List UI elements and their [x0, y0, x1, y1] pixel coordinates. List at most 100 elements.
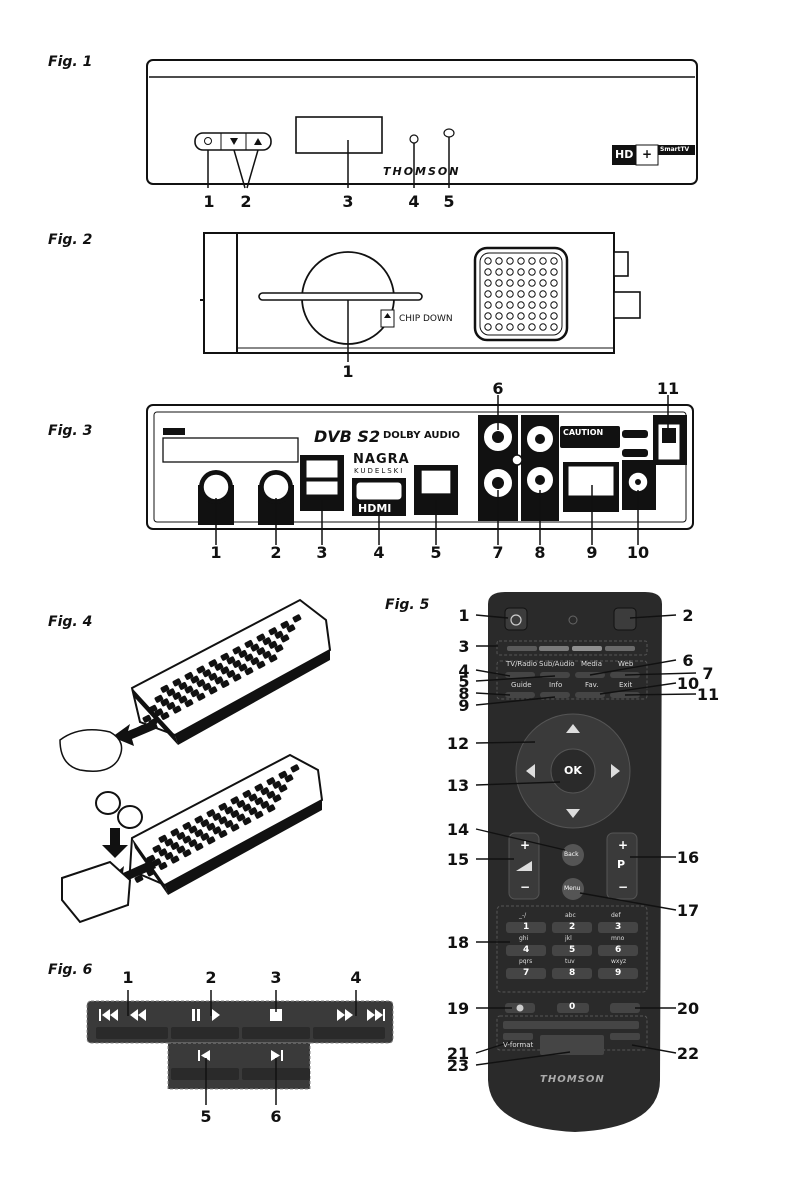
grill-hole [550, 268, 558, 276]
keyboard-key [278, 784, 288, 793]
keypad-key-digit[interactable]: 9 [615, 968, 622, 978]
keypad-key-digit[interactable]: 8 [569, 968, 576, 978]
fig1-badge-plus: + [642, 147, 653, 161]
fig4-label: Fig. 4 [48, 614, 93, 630]
remote-p-minus[interactable]: − [618, 880, 629, 894]
grill-hole [506, 312, 514, 320]
grill-hole [484, 323, 492, 331]
keyboard-key [170, 841, 180, 850]
keyboard-key [286, 624, 296, 633]
keyboard-key [188, 825, 198, 834]
fig3-caution-label: CAUTION [563, 428, 604, 437]
keyboard-key [250, 643, 260, 652]
keyboard-key [196, 679, 206, 688]
keyboard-key [260, 800, 270, 809]
remote-back-button[interactable]: Back [564, 851, 579, 858]
grill-hole [528, 279, 536, 287]
keyboard-key [242, 817, 252, 826]
keyboard-key [182, 835, 192, 844]
keyboard-key [202, 682, 212, 691]
keyboard-key [152, 858, 162, 867]
keyboard-key [256, 647, 266, 656]
remote-menu-button[interactable]: Menu [564, 885, 581, 892]
grill-hole [484, 301, 492, 309]
fig5-callout-4: 4 [458, 661, 470, 680]
keyboard-key [238, 663, 248, 672]
grill-hole [517, 323, 525, 331]
keyboard-key [236, 799, 246, 808]
fig5-callout-19: 19 [446, 999, 470, 1018]
keyboard-key [206, 836, 216, 845]
keyboard-key [190, 689, 200, 698]
keyboard-key [194, 842, 204, 851]
keyboard-key [154, 694, 164, 703]
keyboard-key [164, 851, 174, 860]
keyboard-key [230, 809, 240, 818]
keyboard-key [214, 662, 224, 671]
remote-vformat-label[interactable]: V-format [503, 1041, 534, 1049]
remote-web-label[interactable]: Web [618, 660, 634, 668]
keyboard-key [230, 823, 240, 832]
fig5-callout-1: 1 [458, 606, 470, 625]
keyboard-key [182, 849, 192, 858]
keyboard-key [218, 816, 228, 825]
keypad-key-digit[interactable]: 4 [523, 945, 530, 955]
keyboard-key [290, 764, 300, 773]
grill-hole [484, 279, 492, 287]
keypad-key-letters: _-/ [519, 912, 527, 919]
remote-exit-label[interactable]: Exit [619, 681, 633, 689]
keypad-key-digit[interactable]: 1 [523, 922, 530, 932]
keyboard-key [232, 646, 242, 655]
keyboard-key [140, 864, 150, 873]
keyboard-key [280, 620, 290, 629]
fig5-callout-11: 11 [696, 685, 720, 704]
keyboard-key [172, 691, 182, 700]
remote-p-label: P [617, 858, 626, 871]
keypad-key-digit[interactable]: 2 [569, 922, 576, 932]
keypad-key-letters: abc [565, 912, 576, 919]
remote-zero-button[interactable]: 0 [569, 1002, 576, 1012]
keyboard-key [262, 650, 272, 659]
fig5-callout-7: 7 [702, 664, 714, 683]
keyboard-key [194, 829, 204, 838]
fig3-dolby-logo: DOLBY AUDIO [383, 430, 461, 441]
keypad-key-letters: ghi [519, 935, 529, 942]
remote-p-plus[interactable]: + [618, 838, 629, 852]
keypad-key-digit[interactable]: 7 [523, 968, 530, 978]
grill-hole [484, 257, 492, 265]
keypad-key-digit[interactable]: 3 [615, 922, 622, 932]
remote-sub-audio-label[interactable]: Sub/Audio [539, 660, 575, 668]
keyboard-key [172, 705, 182, 714]
fig3-nagra-logo: NAGRA [353, 452, 410, 467]
keyboard-key [178, 681, 188, 690]
keyboard-key [218, 829, 228, 838]
remote-media-label[interactable]: Media [581, 660, 603, 668]
fig5-callout-17: 17 [676, 901, 700, 920]
keypad-key-digit[interactable]: 6 [615, 945, 622, 955]
remote-guide-label[interactable]: Guide [511, 681, 532, 689]
remote-vol-plus[interactable]: + [520, 838, 531, 852]
remote-info-label[interactable]: Info [549, 681, 563, 689]
keyboard-key [158, 834, 168, 843]
grill-hole [506, 290, 514, 298]
remote-vol-minus[interactable]: − [520, 880, 531, 894]
grill-hole [506, 268, 514, 276]
keypad-key-digit[interactable]: 5 [569, 945, 576, 955]
fig1-badge-hd: HD [615, 148, 634, 161]
keyboard-key [280, 634, 290, 643]
remote-tv-radio-label[interactable]: TV/Radio [506, 660, 538, 668]
keyboard-key [266, 804, 276, 813]
keypad-key-letters: pqrs [519, 958, 533, 965]
keyboard-key [158, 861, 168, 870]
fig3-callout-8: 8 [534, 543, 546, 562]
grill-hole [517, 312, 525, 320]
remote-fav-label[interactable]: Fav. [585, 681, 599, 689]
keypad-key-letters: mno [611, 935, 625, 942]
keyboard-key [242, 803, 252, 812]
remote-ok-button[interactable]: OK [564, 764, 582, 777]
keyboard-key [214, 676, 224, 685]
fig5-label: Fig. 5 [385, 597, 430, 613]
keyboard-key [244, 639, 254, 648]
fig5-callout-16: 16 [676, 848, 700, 867]
grill-hole [550, 323, 558, 331]
